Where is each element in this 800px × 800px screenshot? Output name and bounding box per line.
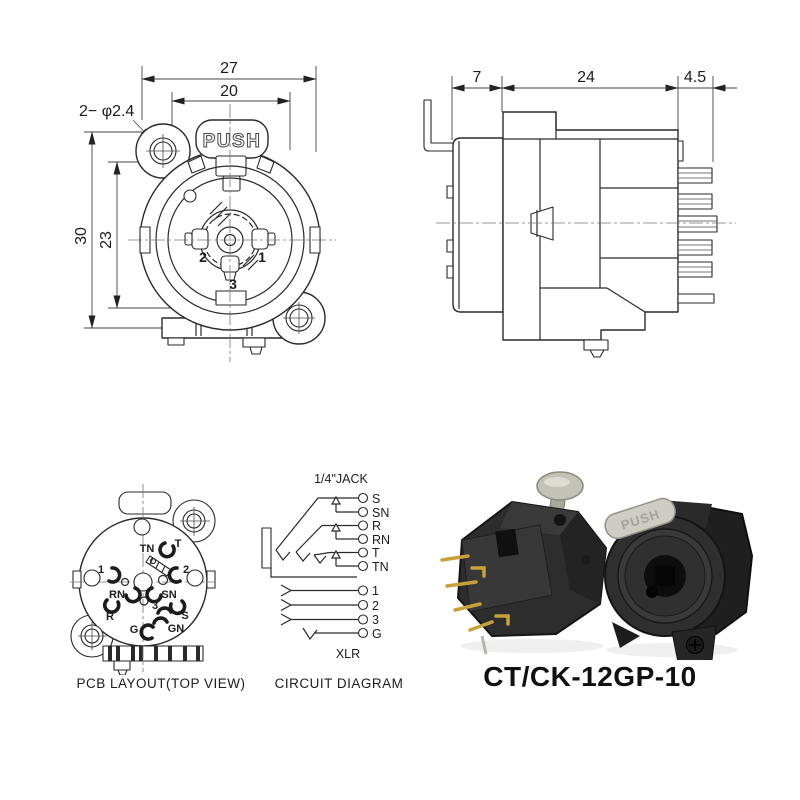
- pcb-caption: PCB LAYOUT(TOP VIEW): [76, 676, 246, 691]
- term-s-label: S: [372, 492, 380, 506]
- pad-1-label: 1: [98, 564, 104, 576]
- term-rn-label: RN: [372, 533, 390, 547]
- terminal-labels: S SN R RN T TN 1 2 3 G: [372, 492, 390, 641]
- dim-4p5-label: 4.5: [684, 69, 706, 86]
- pad-sn-label: SN: [161, 589, 176, 601]
- circuit-caption: CIRCUIT DIAGRAM: [274, 676, 404, 691]
- pin-2-label: 2: [199, 249, 207, 265]
- pin-1-label: 1: [258, 249, 266, 265]
- pad-rn-label: RN: [109, 589, 125, 601]
- side-view-drawing: 7 24 4.5: [423, 69, 737, 358]
- connector-front-view: PUSH: [604, 497, 754, 660]
- pad-tn-label: TN: [140, 543, 155, 555]
- dim-20-label: 20: [220, 83, 238, 100]
- dimension-width-outer: 27: [141, 60, 317, 152]
- front-view-part: PUSH: [135, 119, 326, 355]
- pad-3-label: 3: [152, 600, 158, 612]
- pad-gn-label: GN: [168, 623, 185, 635]
- term-3-label: 3: [372, 613, 379, 627]
- hole-note-label: 2− φ2.4: [79, 103, 134, 120]
- pad-s-label: S: [181, 610, 188, 622]
- side-view-part: [423, 99, 718, 358]
- term-1-label: 1: [372, 584, 379, 598]
- xlr-wiring: [280, 584, 358, 641]
- dim-24-label: 24: [577, 69, 595, 86]
- front-view-centerlines: [128, 104, 336, 362]
- pad-r-label: R: [106, 611, 114, 623]
- circuit-diagram: 1/4"JACK: [261, 472, 390, 661]
- term-r-label: R: [372, 519, 381, 533]
- pcb-pads: [83, 518, 204, 641]
- pcb-layout-drawing: TN T 1 2 RN SN R 3 S G GN: [70, 484, 216, 675]
- term-g-label: G: [372, 627, 382, 641]
- product-photo: PUSH: [440, 471, 754, 660]
- terminal-pins: [677, 167, 718, 304]
- xlr-section-title: XLR: [336, 647, 360, 661]
- jack-wiring: [261, 495, 358, 578]
- pin-3-label: 3: [229, 276, 237, 292]
- front-view-drawing: 27 20 30 23 2− φ2.4: [73, 60, 336, 362]
- dimension-front-depth: 7: [451, 69, 503, 140]
- dimension-pin-depth: 4.5: [678, 69, 737, 162]
- pad-t-label: T: [175, 538, 182, 550]
- jack-section-title: 1/4"JACK: [314, 472, 368, 486]
- term-t-label: T: [372, 546, 380, 560]
- dim-23-label: 23: [98, 231, 115, 249]
- term-tn-label: TN: [372, 560, 389, 574]
- push-latch-label: PUSH: [203, 131, 262, 152]
- shadow-left: [460, 639, 604, 653]
- dim-7-label: 7: [473, 69, 482, 86]
- dim-30-label: 30: [73, 227, 90, 245]
- term-sn-label: SN: [372, 506, 389, 520]
- pad-g-label: G: [130, 624, 139, 636]
- shadow-right: [606, 643, 738, 657]
- gold-pins: [440, 554, 510, 632]
- dimension-height-outer: 30: [73, 131, 165, 329]
- pad-2-label: 2: [183, 564, 189, 576]
- terminal-circles: [357, 492, 369, 639]
- product-model-label: CT/CK-12GP-10: [483, 661, 697, 692]
- term-2-label: 2: [372, 599, 379, 613]
- dim-27-label: 27: [220, 60, 238, 77]
- pcb-terminal-hatch: [108, 646, 200, 661]
- connector-rear-view: [440, 471, 607, 655]
- pcb-pad-labels: TN T 1 2 RN SN R 3 S G GN: [98, 538, 189, 636]
